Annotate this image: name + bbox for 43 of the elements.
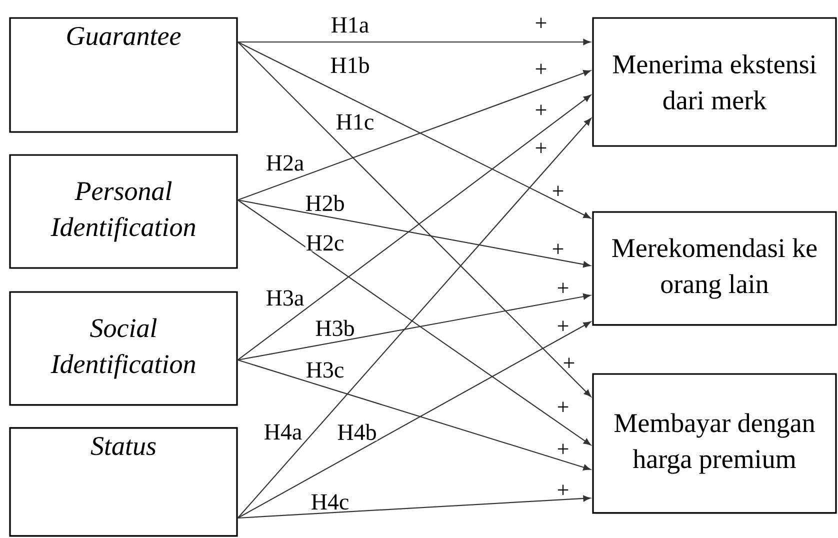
arrow <box>238 70 591 200</box>
input-box: Social Identification <box>9 291 238 406</box>
arrow <box>237 118 592 518</box>
polarity-sign: + <box>552 186 564 196</box>
arrow <box>238 38 591 46</box>
polarity-sign: + <box>552 244 564 254</box>
edge-label: H1b <box>330 56 370 74</box>
outcome-box: Merekomendasi ke orang lain <box>592 211 837 326</box>
edge-label: H1a <box>330 16 370 34</box>
arrow <box>237 94 591 360</box>
polarity-sign: + <box>536 18 546 28</box>
arrow <box>238 293 591 361</box>
arrow <box>238 322 591 518</box>
arrow <box>238 495 591 519</box>
arrow <box>238 199 591 268</box>
polarity-sign: + <box>536 64 546 74</box>
edge-label: H3a <box>265 290 305 306</box>
outcome-box: Menerima ekstensi dari merk <box>592 17 837 147</box>
polarity-sign: + <box>536 104 546 116</box>
arrow <box>238 42 591 219</box>
polarity-sign: + <box>558 444 568 454</box>
polarity-sign: + <box>558 402 568 412</box>
input-box: Guarantee <box>9 17 238 133</box>
edge-label: H3b <box>314 319 356 337</box>
edge-label: H3c <box>305 362 345 378</box>
arrow <box>237 42 592 397</box>
edge-label: H4a <box>263 424 303 440</box>
edge-label: H4c <box>310 494 350 510</box>
arrow <box>238 200 591 446</box>
polarity-sign: + <box>558 282 568 294</box>
polarity-sign: + <box>536 142 546 154</box>
edge-label: H2b <box>304 194 346 212</box>
outcome-box: Membayar dengan harga premium <box>592 373 837 514</box>
polarity-sign: + <box>558 320 568 332</box>
edge-label: H2a <box>265 154 305 172</box>
edge-label: H1c <box>335 114 375 130</box>
edge-label: H2c <box>305 234 345 252</box>
polarity-sign: + <box>558 484 568 496</box>
input-box: Status <box>9 427 238 537</box>
input-box: Personal Identification <box>9 154 238 269</box>
polarity-sign: + <box>564 358 574 368</box>
arrow <box>238 359 591 470</box>
edge-label: H4b <box>336 423 378 441</box>
